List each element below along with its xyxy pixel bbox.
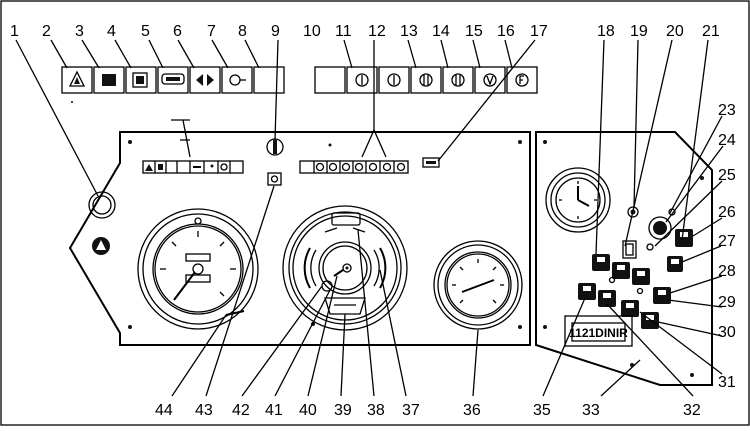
callout-20: 20 xyxy=(666,23,684,40)
callout-7: 7 xyxy=(207,23,216,40)
callout-14: 14 xyxy=(432,23,450,40)
clock xyxy=(545,167,611,233)
lamp-20 xyxy=(622,240,637,259)
callout-21: 21 xyxy=(702,23,720,40)
callout-41: 41 xyxy=(265,402,283,419)
callout-35: 35 xyxy=(533,402,551,419)
display-strip-text: 1121DINIR xyxy=(569,326,628,340)
leader-lines xyxy=(15,39,724,397)
knob-19 xyxy=(627,206,639,218)
callout-13: 13 xyxy=(400,23,418,40)
right-callouts: 23 24 25 26 27 28 29 30 31 xyxy=(718,102,736,391)
rotary-switch xyxy=(646,208,676,251)
callout-31: 31 xyxy=(718,374,736,391)
callout-12: 12 xyxy=(368,23,386,40)
callout-44: 44 xyxy=(155,402,173,419)
lamp-group-roman xyxy=(346,66,538,94)
callout-24: 24 xyxy=(718,132,736,149)
mini-lamp-strip-center xyxy=(299,160,409,174)
round-lamp-1 xyxy=(88,191,116,219)
callout-17: 17 xyxy=(530,23,548,40)
callout-9: 9 xyxy=(271,23,280,40)
callout-28: 28 xyxy=(718,263,736,280)
callout-38: 38 xyxy=(367,402,385,419)
callout-43: 43 xyxy=(195,402,213,419)
lamp-17 xyxy=(422,157,440,168)
pressure-gauge xyxy=(433,240,523,330)
callout-32: 32 xyxy=(683,402,701,419)
callout-15: 15 xyxy=(465,23,483,40)
callout-5: 5 xyxy=(141,23,150,40)
callout-18: 18 xyxy=(597,23,615,40)
callout-40: 40 xyxy=(299,402,317,419)
callout-36: 36 xyxy=(463,402,481,419)
callout-16: 16 xyxy=(497,23,515,40)
callout-23: 23 xyxy=(718,102,736,119)
left-lamp-row xyxy=(61,66,285,103)
callout-11: 11 xyxy=(335,23,352,40)
lamp-43 xyxy=(267,172,282,186)
callout-42: 42 xyxy=(232,402,250,419)
rocker-switches xyxy=(578,229,693,329)
callout-8: 8 xyxy=(238,23,247,40)
display-strip: 1121DINIR xyxy=(564,315,633,347)
callout-10: 10 xyxy=(303,23,321,40)
tachometer xyxy=(137,208,259,330)
callout-39: 39 xyxy=(334,402,352,419)
bottom-callouts: 44 43 42 41 40 39 38 37 36 35 33 32 xyxy=(155,402,701,419)
callout-2: 2 xyxy=(42,23,51,40)
callout-26: 26 xyxy=(718,204,736,221)
callout-29: 29 xyxy=(718,294,736,311)
main-panel xyxy=(68,131,531,346)
callout-3: 3 xyxy=(75,23,84,40)
callout-1: 1 xyxy=(10,23,19,40)
callout-6: 6 xyxy=(173,23,182,40)
callout-30: 30 xyxy=(718,324,736,341)
mini-lamp-strip-left xyxy=(142,160,244,174)
top-callouts: 1 2 3 4 5 6 7 8 9 10 11 12 13 14 15 16 1… xyxy=(10,23,720,40)
panel-screws xyxy=(128,140,522,329)
callout-33: 33 xyxy=(582,402,600,419)
callout-19: 19 xyxy=(630,23,648,40)
callout-25: 25 xyxy=(718,167,736,184)
callout-4: 4 xyxy=(107,23,116,40)
callout-27: 27 xyxy=(718,233,736,250)
right-lamp-row xyxy=(314,66,538,94)
callout-37: 37 xyxy=(402,402,420,419)
